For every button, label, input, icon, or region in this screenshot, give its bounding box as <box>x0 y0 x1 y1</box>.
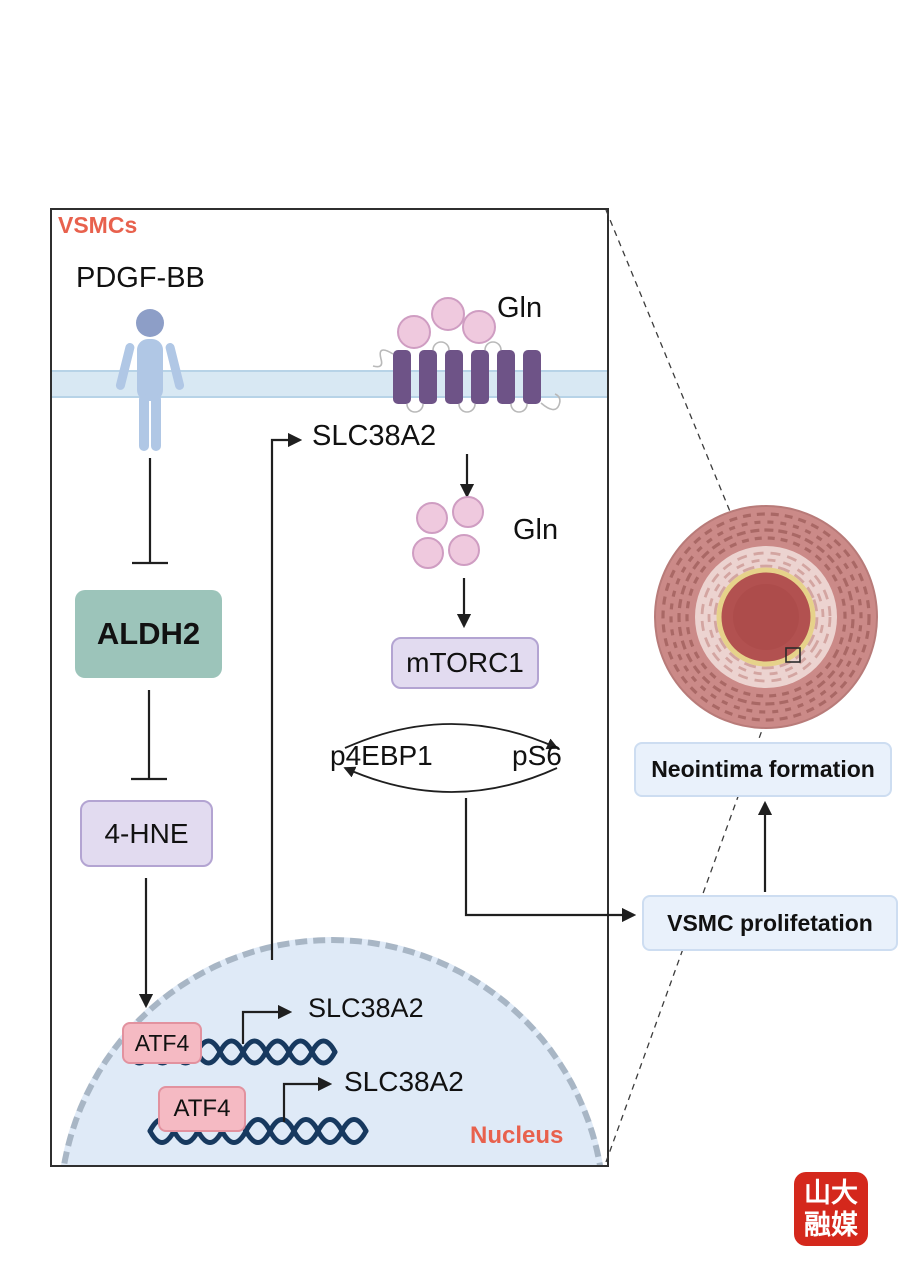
hne-label: 4-HNE <box>104 817 189 849</box>
gln-cytosol-label: Gln <box>513 514 559 546</box>
slc38a2-label: SLC38A2 <box>312 420 437 452</box>
publisher-logo: 山大 融媒 <box>794 1172 868 1246</box>
callout-dashed-lines <box>605 209 788 1163</box>
vessel-cross-section <box>654 505 878 729</box>
mtorc1-node: mTORC1 <box>391 637 539 689</box>
ps6-label: pS6 <box>512 740 562 771</box>
neointima-node: Neointima formation <box>634 742 892 797</box>
logo-line-2: 融媒 <box>804 1210 858 1240</box>
cell-title: VSMCs <box>58 212 138 238</box>
gene-label-1: SLC38A2 <box>308 993 424 1023</box>
pdgf-label: PDGF-BB <box>76 262 205 294</box>
nucleus-label: Nucleus <box>470 1122 564 1149</box>
p4ebp1-label: p4EBP1 <box>330 740 433 771</box>
gene-label-2: SLC38A2 <box>344 1066 464 1097</box>
aldh2-node: ALDH2 <box>75 590 222 678</box>
neointima-label: Neointima formation <box>651 756 875 782</box>
proliferation-label: VSMC prolifetation <box>667 909 873 936</box>
atf4-node-2: ATF4 <box>158 1086 246 1132</box>
aldh2-label: ALDH2 <box>96 616 201 651</box>
gln-extracellular-label: Gln <box>497 292 543 324</box>
atf4-node-1: ATF4 <box>122 1022 202 1064</box>
hne-node: 4-HNE <box>80 800 213 867</box>
logo-line-1: 山大 <box>804 1178 858 1208</box>
mtorc1-label: mTORC1 <box>406 647 524 678</box>
inset-square-marker <box>785 647 801 663</box>
atf4-label-2: ATF4 <box>173 1095 231 1122</box>
cell-membrane <box>52 370 607 398</box>
proliferation-node: VSMC prolifetation <box>642 895 898 951</box>
atf4-label-1: ATF4 <box>134 1029 190 1056</box>
